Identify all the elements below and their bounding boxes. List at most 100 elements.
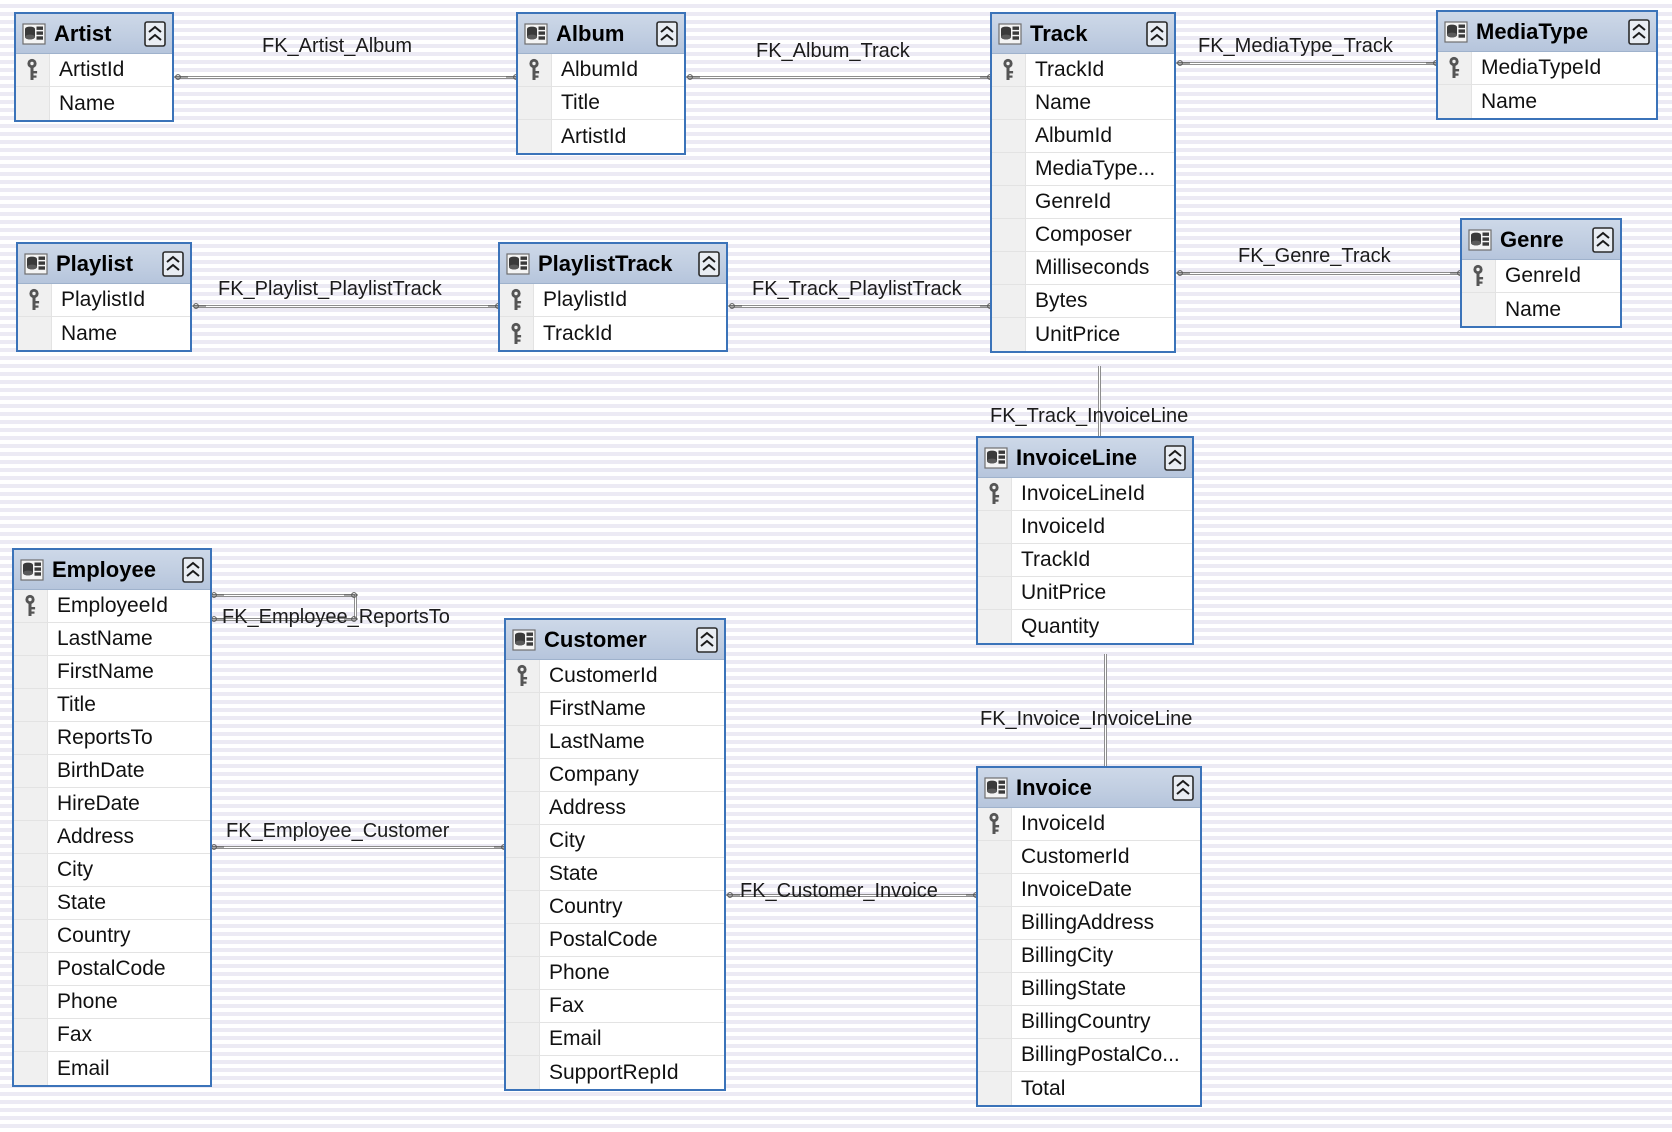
connector-employee-customer[interactable]	[212, 846, 506, 849]
field-row[interactable]: Title	[14, 689, 210, 722]
field-row[interactable]: Name	[18, 317, 190, 350]
collapse-chevrons-icon[interactable]	[696, 626, 718, 653]
fk-label-track-invoiceline[interactable]: FK_Track_InvoiceLine	[990, 405, 1189, 427]
fk-label-employee-reportsto[interactable]: FK_Employee_ReportsTo	[222, 606, 450, 628]
field-row[interactable]: UnitPrice	[978, 577, 1192, 610]
field-row[interactable]: Name	[16, 87, 172, 120]
field-row[interactable]: State	[14, 887, 210, 920]
connector-employee-reportsto-side[interactable]	[354, 594, 357, 620]
connector-employee-reportsto-bottom[interactable]	[212, 618, 356, 621]
field-row[interactable]: Composer	[992, 219, 1174, 252]
field-row[interactable]: AlbumId	[518, 54, 684, 87]
field-row[interactable]: Address	[14, 821, 210, 854]
collapse-chevrons-icon[interactable]	[1172, 774, 1194, 801]
field-row[interactable]: ReportsTo	[14, 722, 210, 755]
table-header-artist[interactable]: Artist	[16, 14, 172, 54]
table-header-genre[interactable]: Genre	[1462, 220, 1620, 260]
field-row[interactable]: Title	[518, 87, 684, 120]
table-header-playlist[interactable]: Playlist	[18, 244, 190, 284]
table-header-mediatype[interactable]: MediaType	[1438, 12, 1656, 52]
collapse-chevrons-icon[interactable]	[656, 20, 678, 47]
field-row[interactable]: Name	[1462, 293, 1620, 326]
field-row[interactable]: Quantity	[978, 610, 1192, 643]
fk-label-genre-track[interactable]: FK_Genre_Track	[1238, 245, 1391, 267]
field-row[interactable]: InvoiceId	[978, 511, 1192, 544]
field-row[interactable]: State	[506, 858, 724, 891]
connector-customer-invoice[interactable]	[728, 894, 978, 897]
field-row[interactable]: LastName	[506, 726, 724, 759]
collapse-chevrons-icon[interactable]	[1164, 444, 1186, 471]
table-header-customer[interactable]: Customer	[506, 620, 724, 660]
field-row[interactable]: TrackId	[978, 544, 1192, 577]
connector-playlist-playlisttrack[interactable]	[194, 305, 500, 308]
field-row[interactable]: MediaType...	[992, 153, 1174, 186]
field-row[interactable]: Phone	[506, 957, 724, 990]
collapse-chevrons-icon[interactable]	[1592, 226, 1614, 253]
field-row[interactable]: Milliseconds	[992, 252, 1174, 285]
connector-artist-album[interactable]	[176, 76, 518, 79]
connector-employee-reportsto-top[interactable]	[212, 594, 356, 597]
field-row[interactable]: Phone	[14, 986, 210, 1019]
field-row[interactable]: SupportRepId	[506, 1056, 724, 1089]
connector-track-playlisttrack[interactable]	[730, 305, 992, 308]
field-row[interactable]: MediaTypeId	[1438, 52, 1656, 85]
field-row[interactable]: Country	[14, 920, 210, 953]
field-row[interactable]: BillingAddress	[978, 907, 1200, 940]
field-row[interactable]: BillingPostalCo...	[978, 1039, 1200, 1072]
field-row[interactable]: Email	[506, 1023, 724, 1056]
collapse-chevrons-icon[interactable]	[1146, 20, 1168, 47]
connector-track-invoiceline[interactable]	[1098, 366, 1101, 438]
connector-album-track[interactable]	[688, 76, 992, 79]
field-row[interactable]: ArtistId	[518, 120, 684, 153]
fk-label-employee-customer[interactable]: FK_Employee_Customer	[226, 820, 450, 842]
collapse-chevrons-icon[interactable]	[182, 556, 204, 583]
table-header-employee[interactable]: Employee	[14, 550, 210, 590]
table-header-invoice[interactable]: Invoice	[978, 768, 1200, 808]
fk-label-artist-album[interactable]: FK_Artist_Album	[262, 35, 413, 57]
field-row[interactable]: Email	[14, 1052, 210, 1085]
field-row[interactable]: Address	[506, 792, 724, 825]
field-row[interactable]: EmployeeId	[14, 590, 210, 623]
field-row[interactable]: BillingState	[978, 973, 1200, 1006]
field-row[interactable]: PostalCode	[14, 953, 210, 986]
connector-invoice-invoiceline[interactable]	[1104, 654, 1107, 768]
field-row[interactable]: Country	[506, 891, 724, 924]
field-row[interactable]: FirstName	[14, 656, 210, 689]
fk-label-invoice-invoiceline[interactable]: FK_Invoice_InvoiceLine	[980, 708, 1193, 730]
field-row[interactable]: BirthDate	[14, 755, 210, 788]
fk-label-customer-invoice[interactable]: FK_Customer_Invoice	[740, 880, 938, 902]
field-row[interactable]: FirstName	[506, 693, 724, 726]
connector-genre-track[interactable]	[1178, 272, 1462, 275]
table-header-playlisttrack[interactable]: PlaylistTrack	[500, 244, 726, 284]
field-row[interactable]: TrackId	[500, 317, 726, 350]
field-row[interactable]: Total	[978, 1072, 1200, 1105]
field-row[interactable]: AlbumId	[992, 120, 1174, 153]
table-header-album[interactable]: Album	[518, 14, 684, 54]
field-row[interactable]: Name	[992, 87, 1174, 120]
field-row[interactable]: CustomerId	[978, 841, 1200, 874]
field-row[interactable]: InvoiceDate	[978, 874, 1200, 907]
field-row[interactable]: CustomerId	[506, 660, 724, 693]
field-row[interactable]: PostalCode	[506, 924, 724, 957]
table-header-track[interactable]: Track	[992, 14, 1174, 54]
field-row[interactable]: GenreId	[1462, 260, 1620, 293]
field-row[interactable]: InvoiceLineId	[978, 478, 1192, 511]
field-row[interactable]: BillingCity	[978, 940, 1200, 973]
fk-label-mediatype-track[interactable]: FK_MediaType_Track	[1198, 35, 1393, 57]
field-row[interactable]: Fax	[14, 1019, 210, 1052]
field-row[interactable]: City	[506, 825, 724, 858]
table-header-invoiceline[interactable]: InvoiceLine	[978, 438, 1192, 478]
field-row[interactable]: City	[14, 854, 210, 887]
field-row[interactable]: TrackId	[992, 54, 1174, 87]
